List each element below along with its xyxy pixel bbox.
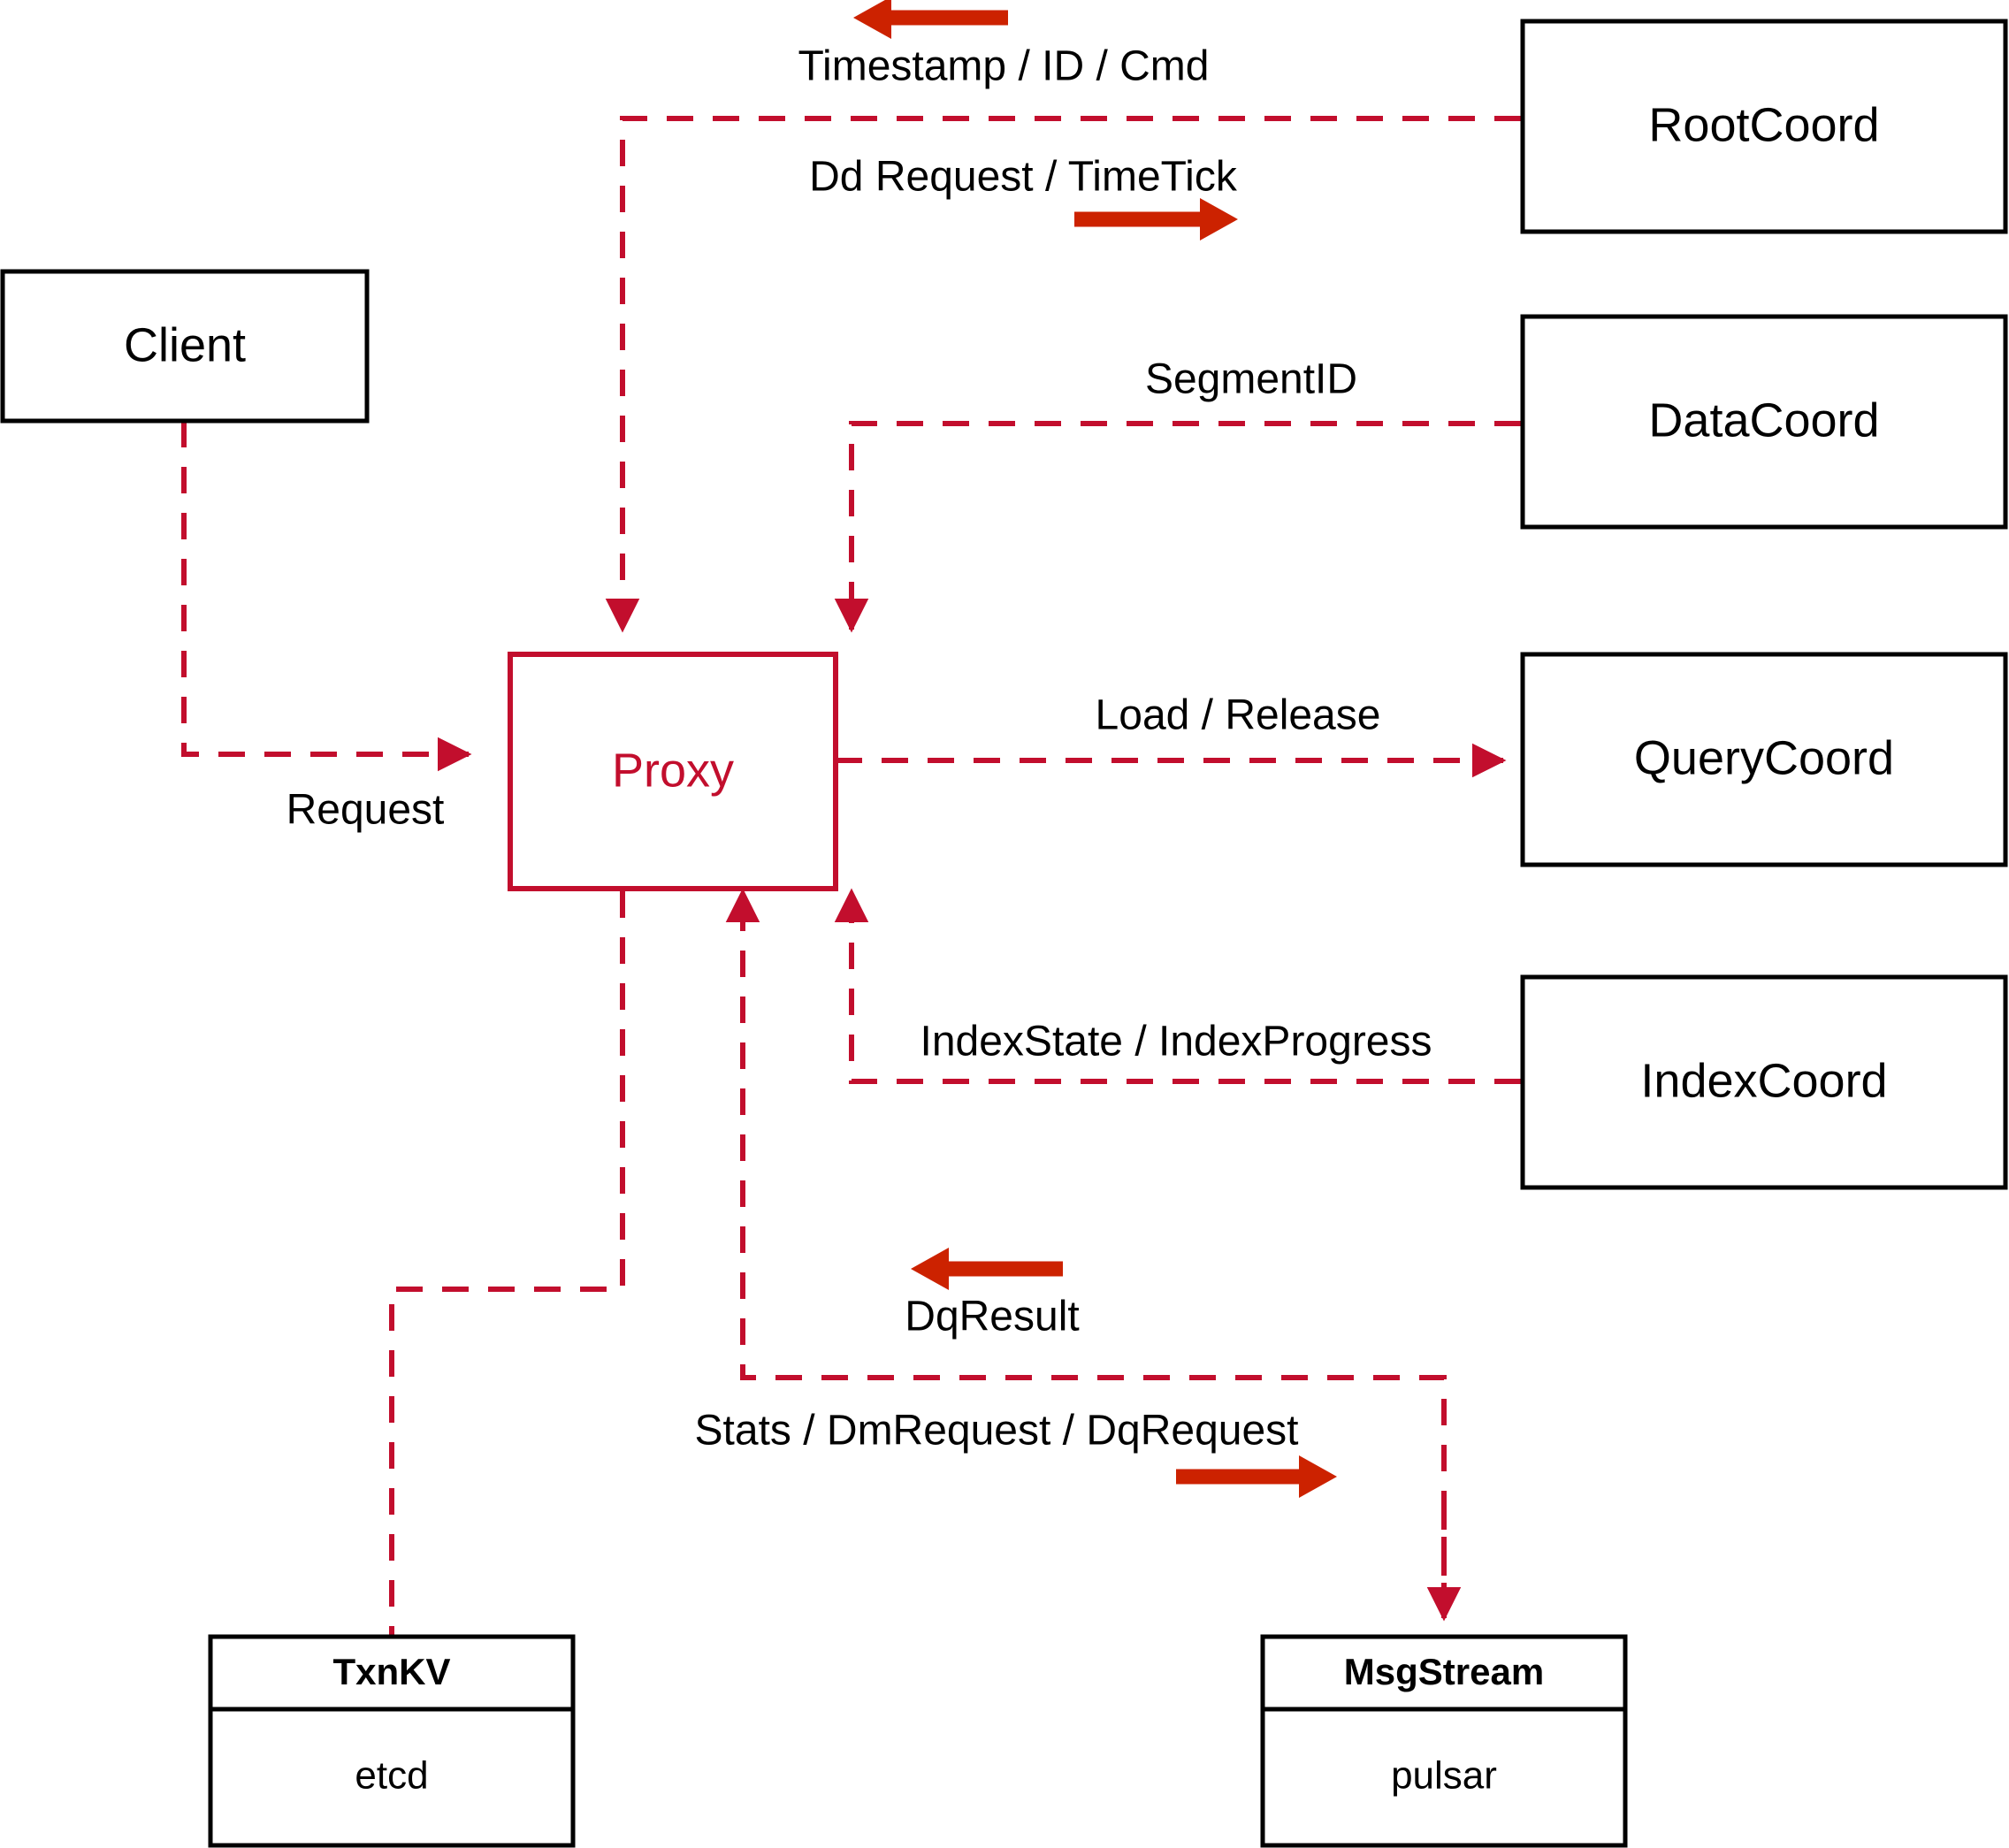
edge-label-dqresult: DqResult — [905, 1294, 1079, 1340]
node-label-datacoord: DataCoord — [1648, 393, 1879, 447]
edge-label-indexstate-indexprogress: IndexState / IndexProgress — [920, 1019, 1432, 1065]
node-sublabel-pulsar: pulsar — [1391, 1754, 1497, 1798]
edge-label-dd-request-timetick: Dd Request / TimeTick — [809, 154, 1238, 201]
direction-arrow-right-ddrequest — [1074, 198, 1238, 241]
node-label-querycoord: QueryCoord — [1634, 731, 1894, 784]
edge-label-request: Request — [286, 787, 445, 834]
node-sublabel-etcd: etcd — [355, 1754, 428, 1798]
node-msgstream[interactable]: MsgStream pulsar — [1260, 1634, 1628, 1848]
edge-proxy-txnkv — [389, 891, 625, 1637]
edge-proxy-rootcoord: Dd Request / TimeTick — [809, 154, 1238, 241]
node-rootcoord[interactable]: RootCoord — [1520, 19, 2008, 234]
direction-arrow-right-stats — [1176, 1455, 1337, 1498]
edge-rootcoord-proxy: Timestamp / ID / Cmd — [605, 0, 1521, 633]
edge-msgstream-proxy: DqResult — [725, 888, 1447, 1609]
node-txnkv[interactable]: TxnKV etcd — [208, 1634, 576, 1848]
edge-proxy-msgstream: Stats / DmRequest / DqRequest — [695, 1408, 1462, 1622]
node-label-txnkv: TxnKV — [332, 1651, 450, 1692]
edge-client-proxy: Request — [181, 421, 472, 834]
node-label-msgstream: MsgStream — [1344, 1651, 1544, 1692]
node-label-client: Client — [124, 318, 246, 371]
edge-proxy-querycoord: Load / Release — [836, 692, 1507, 778]
edge-datacoord-proxy: SegmentID — [834, 356, 1521, 633]
direction-arrow-left-timestamp — [853, 0, 1008, 39]
direction-arrow-left-dqresult — [911, 1248, 1063, 1290]
node-label-proxy: Proxy — [612, 744, 734, 797]
node-label-rootcoord: RootCoord — [1648, 98, 1879, 151]
node-querycoord[interactable]: QueryCoord — [1520, 652, 2008, 867]
edge-label-load-release: Load / Release — [1096, 692, 1381, 739]
node-label-indexcoord: IndexCoord — [1640, 1054, 1887, 1107]
node-client[interactable]: Client — [0, 269, 370, 424]
edge-indexcoord-proxy: IndexState / IndexProgress — [834, 888, 1521, 1084]
edge-label-segmentid: SegmentID — [1145, 356, 1357, 403]
edge-label-stats-dmrequest-dqrequest: Stats / DmRequest / DqRequest — [695, 1408, 1299, 1455]
edge-label-timestamp-id-cmd: Timestamp / ID / Cmd — [798, 43, 1210, 90]
node-proxy[interactable]: Proxy — [508, 652, 838, 891]
node-indexcoord[interactable]: IndexCoord — [1520, 974, 2008, 1190]
node-datacoord[interactable]: DataCoord — [1520, 314, 2008, 530]
